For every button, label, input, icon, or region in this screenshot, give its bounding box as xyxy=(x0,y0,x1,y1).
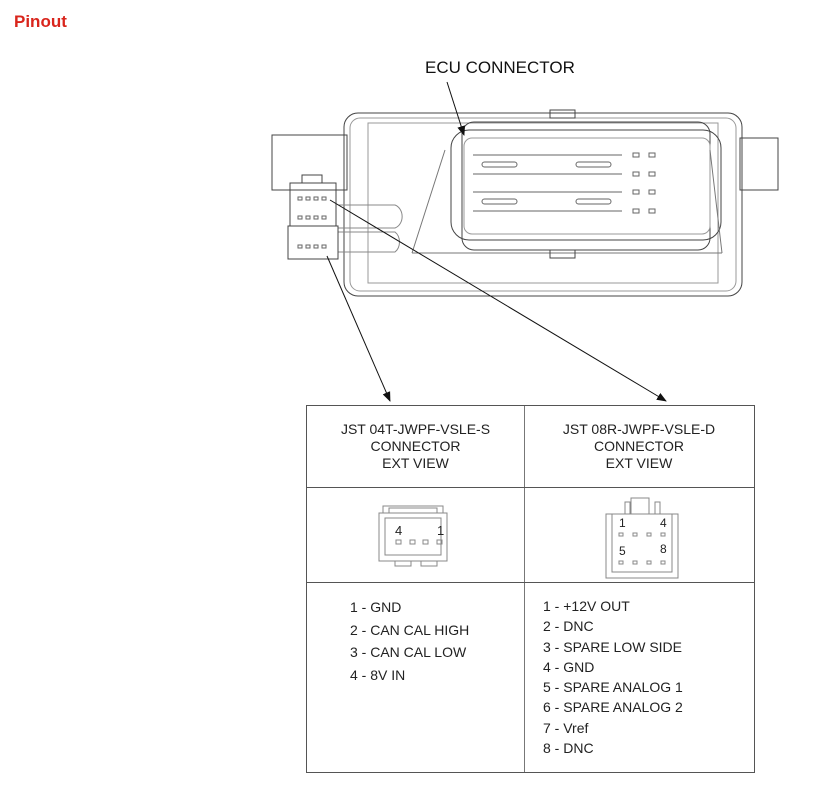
8-pin-connector-view: 1 4 5 8 xyxy=(524,488,754,583)
header-line: CONNECTOR xyxy=(594,438,684,454)
pinout-table: JST 04T-JWPF-VSLE-S CONNECTOR EXT VIEW 4… xyxy=(306,405,755,773)
column-header: JST 04T-JWPF-VSLE-S CONNECTOR EXT VIEW xyxy=(307,406,524,488)
pin-label: 8 xyxy=(660,542,667,556)
pin-item: 3 - SPARE LOW SIDE xyxy=(543,638,682,655)
pin-item: 8 - DNC xyxy=(543,740,594,757)
pin-item: 4 - GND xyxy=(543,658,595,675)
pin-list: 1 - +12V OUT 2 - DNC 3 - SPARE LOW SIDE … xyxy=(524,582,754,760)
8-pin-connector xyxy=(289,182,337,227)
4-pin-arrow xyxy=(326,255,391,402)
pin-label: 5 xyxy=(619,544,626,558)
pin-item: 1 - +12V OUT xyxy=(543,598,630,614)
pin-item: 4 - 8V IN xyxy=(350,666,406,683)
ecu-connector-shell xyxy=(461,121,711,251)
part-number: JST 04T-JWPF-VSLE-S xyxy=(340,421,491,437)
4-pin-connector-view: 4 1 xyxy=(307,488,524,583)
ecu-connector-label: ECU CONNECTOR xyxy=(425,58,575,77)
jst-04t-column: JST 04T-JWPF-VSLE-S CONNECTOR EXT VIEW 4… xyxy=(307,406,525,772)
part-number: JST 08R-JWPF-VSLE-D xyxy=(562,421,716,437)
ecu-body xyxy=(343,112,743,297)
pin-label: 4 xyxy=(395,523,403,538)
pin-item: 5 - SPARE ANALOG 1 xyxy=(543,679,683,696)
4-pin-connector xyxy=(287,225,339,260)
ecu-label-arrow xyxy=(446,81,466,136)
pin-label: 1 xyxy=(437,523,445,538)
pin-item: 7 - Vref xyxy=(543,719,589,736)
column-header: JST 08R-JWPF-VSLE-D CONNECTOR EXT VIEW xyxy=(524,406,754,488)
page-title: Pinout xyxy=(14,12,67,31)
pin-list: 1 - GND 2 - CAN CAL HIGH 3 - CAN CAL LOW… xyxy=(307,582,524,689)
ecu-drawing xyxy=(271,81,779,402)
left-mount-tab xyxy=(271,134,348,191)
header-line: EXT VIEW xyxy=(382,455,449,471)
jst-08r-column: JST 08R-JWPF-VSLE-D CONNECTOR EXT VIEW 1… xyxy=(524,406,754,772)
pin-item: 1 - GND xyxy=(350,599,402,615)
pin-item: 3 - CAN CAL LOW xyxy=(350,644,467,660)
pin-item: 2 - CAN CAL HIGH xyxy=(350,621,470,638)
right-mount-tab xyxy=(739,137,779,191)
pin-label: 4 xyxy=(660,516,667,530)
header-line: CONNECTOR xyxy=(370,438,461,454)
pin-item: 6 - SPARE ANALOG 2 xyxy=(543,699,683,716)
pin-label: 1 xyxy=(619,516,626,530)
pin-item: 2 - DNC xyxy=(543,618,594,635)
header-line: EXT VIEW xyxy=(605,455,673,471)
8-pin-arrow xyxy=(329,199,667,402)
